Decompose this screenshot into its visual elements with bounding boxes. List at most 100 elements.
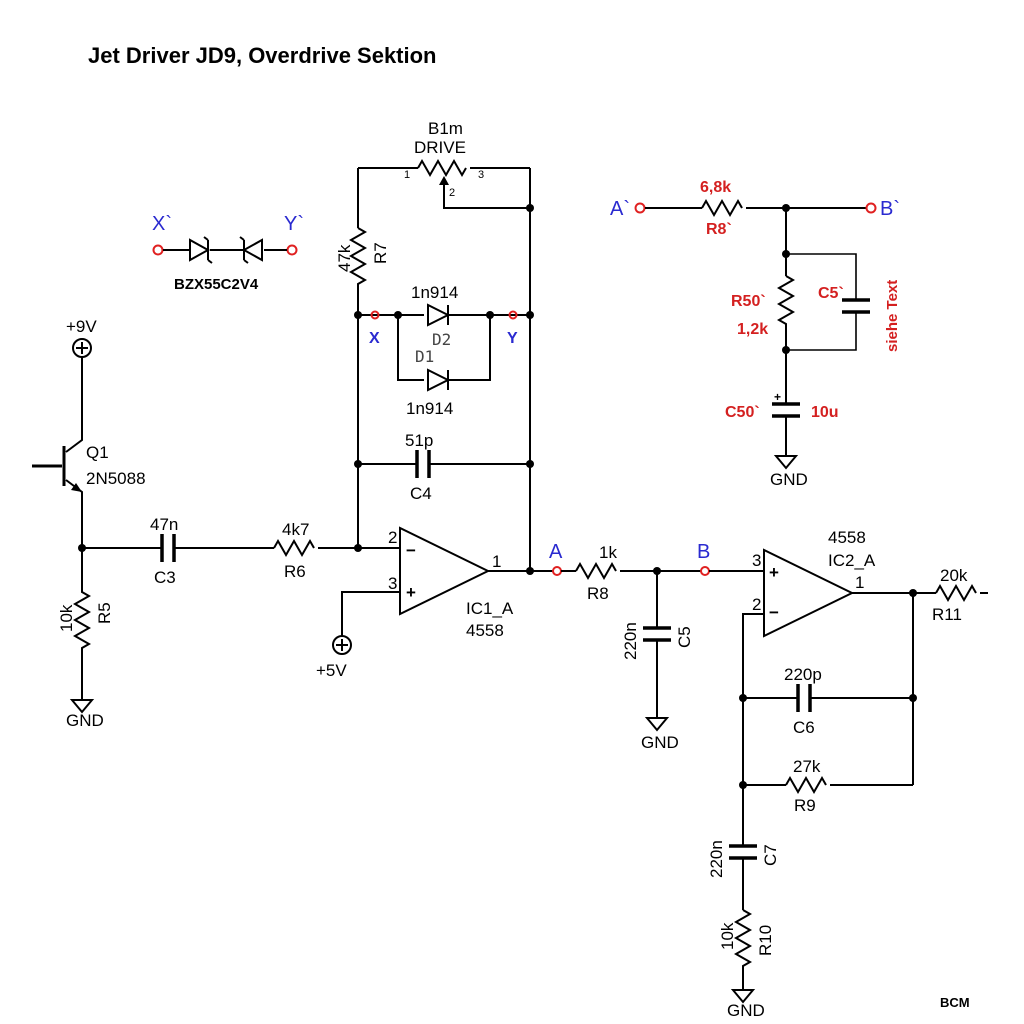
c5-value: 220n [621,622,640,660]
pot-pin3: 3 [478,169,484,181]
gnd-symbol [730,989,756,1004]
q1-base-symbol [32,446,66,486]
node-a-label: A [549,541,563,563]
ic2-pin3: 3 [752,551,761,570]
c4-symbol [415,450,431,478]
pot-pin1: 1 [404,169,410,181]
node-x-terminal [370,310,380,320]
r50-prime-ref: R50` [731,293,766,310]
q1-collector-wire [65,357,83,453]
q1-ref: Q1 [86,443,109,462]
r10-value: 10k [718,922,737,950]
c7-ref: C7 [761,844,780,866]
d1-symbol [427,368,451,392]
r9-ref: R9 [794,796,816,815]
supply-9v-plus [76,342,88,354]
q1-value: 2N5088 [86,469,146,488]
ic1-minus: − [406,541,416,560]
ic2-plus: + [769,563,779,582]
node-b-label: B [697,541,710,563]
vref-5v-label: +5V [316,661,347,680]
pot-wiper-arrow [439,176,449,185]
pot-name: DRIVE [414,138,466,157]
vref-5v-symbol [332,635,352,655]
gnd-label: GND [770,470,808,489]
gnd-label: GND [727,1001,765,1020]
d2-ref: D2 [432,330,451,349]
r11-value: 20k [940,566,968,585]
node-y-label: Y [507,330,518,347]
node-a-prime-terminal [634,202,646,214]
r11-ref: R11 [932,605,962,624]
node-x-prime-terminal [152,244,164,256]
gnd-symbol [644,717,670,732]
r8-ref: R8 [587,584,609,603]
gnd-label: GND [641,733,679,752]
ic1-plus: + [406,583,416,602]
junction-dot [526,460,534,468]
r5-ref: R5 [95,602,114,624]
ic1-opamp-symbol [399,526,491,616]
ic2-ref: IC2_A [828,551,876,570]
zener-ref: BZX55C2V4 [174,276,259,293]
node-b-prime-label: B` [880,198,900,220]
r8-prime-ref: R8` [706,221,732,238]
ic1-pin1: 1 [492,552,501,571]
r8-prime-symbol [701,198,743,218]
c50-prime-value: 10u [811,404,839,421]
c6-value: 220p [784,665,822,684]
c5-symbol [643,626,671,642]
ic1-ref: IC1_A [466,599,514,618]
r6-value: 4k7 [282,520,309,539]
diode-box-wire [397,315,491,381]
junction-dot [354,311,362,319]
r11-symbol [935,583,977,603]
node-y-terminal [508,310,518,320]
ic2-minus: − [769,603,779,622]
junction-dot [909,694,917,702]
zener-symbol-left [189,236,213,264]
junction-dot [354,460,362,468]
c5-prime-ref: C5` [818,285,844,302]
c6-ref: C6 [793,718,815,737]
node-a-terminal [552,566,562,576]
ic2-value: 4558 [828,528,866,547]
node-b-terminal [700,566,710,576]
c7-symbol [729,844,757,860]
diagram-title: Jet Driver JD9, Overdrive Sektion [88,43,437,68]
supply-9v-label: +9V [66,317,97,336]
signature: BCM [940,995,970,1010]
r9-symbol [785,775,827,795]
q1-emitter-arrow [71,483,82,492]
r8-prime-value: 6,8k [700,179,731,196]
gnd-label: GND [66,711,104,730]
r7-ref: R7 [371,242,390,264]
d1-ref: D1 [415,347,434,366]
c4-value: 51p [405,431,433,450]
r5-value: 10k [57,604,76,632]
c5-prime-note: siehe Text [884,280,901,352]
c6-symbol [796,684,812,712]
r50-prime-value: 1,2k [737,321,768,338]
gnd-symbol [773,455,799,470]
c5-prime-wire [786,253,857,351]
ic2-opamp-symbol [763,548,855,638]
r8-symbol [575,561,617,581]
r8-value: 1k [599,543,617,562]
node-x-label: X [369,330,380,347]
d2-value: 1n914 [411,283,458,302]
pot-ref: B1m [428,119,463,138]
r6-symbol [273,538,315,558]
c5-ref: C5 [675,626,694,648]
node-y-prime-label: Y` [284,213,304,235]
r5-symbol [72,548,92,700]
r6-ref: R6 [284,562,306,581]
junction-dot [526,204,534,212]
gnd-symbol [69,699,95,714]
c5-prime-symbol [842,298,870,314]
d2-symbol [427,303,451,327]
c50-prime-symbol [772,402,800,418]
junction-dot [739,694,747,702]
junction-dot [739,781,747,789]
